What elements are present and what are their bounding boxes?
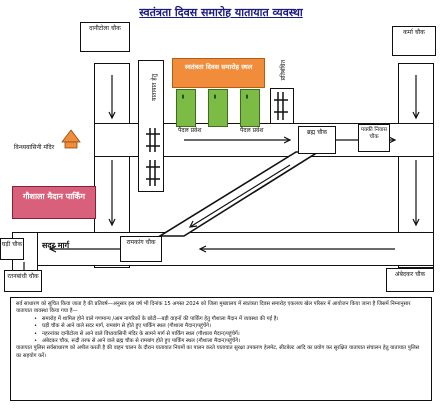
venue-section-2-mark: ▮ (212, 94, 218, 100)
venue-section-3: ▮ (240, 89, 260, 127)
junction-karma-label: कर्मा चौक (403, 29, 425, 36)
road-venue-vertical-2 (270, 88, 294, 124)
road-label-pedestrian-1: पैदल प्रवेश (178, 127, 202, 134)
road-label-pedestrian-2: पैदल प्रवेश (240, 127, 264, 134)
junction-ratnakhi: रतनबांधी चौक (4, 270, 42, 292)
venue-section-3-mark: ▮ (244, 94, 250, 100)
notes-intro: सर्व साधारण को सूचित किया जाता है की प्र… (16, 301, 411, 315)
venue-section-1: ▮ (176, 89, 196, 127)
road-venue-vertical (138, 60, 164, 192)
junction-ghadi: घड़ी चौक (0, 238, 24, 260)
junction-ambedkar-label: अंबेदकर चौक (394, 271, 426, 278)
junction-pakki-niwas: पक्की निवास चौक (358, 124, 390, 152)
notes-footer: यातायात पुलिस सर्वसाधारण को अपील करती है… (16, 345, 420, 359)
junction-karma: कर्मा चौक (392, 26, 436, 56)
junction-brahman: ब्रह्म चौक (298, 126, 336, 154)
venue-section-1-mark: ▮ (180, 94, 186, 100)
junction-ramkatha-label: रामकांग चौक (126, 239, 156, 246)
parking-goshala-label: गौशाला मैदान पार्किंग (22, 192, 86, 201)
junction-danitola: दानीटोला चौक (80, 22, 130, 52)
junction-brahman-label: ब्रह्म चौक (306, 129, 328, 136)
parking-goshala: गौशाला मैदान पार्किंग (12, 186, 96, 219)
page-title: स्वतंत्रता दिवस समारोह यातायात व्यवस्था (139, 6, 303, 19)
temple-label: विन्ध्यवासिनी मंदिर (13, 144, 55, 151)
notes-item: अंबेदकर चौक, रूद्री तरफ से आने वाले ब्रह… (34, 338, 426, 346)
venue-label: स्वतंत्रता दिवस समारोह स्थल (184, 63, 253, 71)
venue-block: स्वतंत्रता दिवस समारोह स्थल (172, 58, 265, 88)
notes-panel: सर्व साधारण को सूचित किया जाता है की प्र… (10, 297, 432, 401)
notes-list: समारोह में शामिल होने वाले गणमान्य /आम न… (16, 316, 426, 346)
junction-danitola-label: दानीटोला चौक (89, 25, 121, 32)
junction-ambedkar: अंबेदकर चौक (386, 268, 434, 292)
junction-pakki-niwas-label: पक्की निवास चौक (360, 127, 388, 140)
venue-section-2: ▮ (208, 89, 228, 127)
junction-ramkatha: रामकांग चौक (120, 236, 162, 262)
junction-ghadi-label: घड़ी चौक (1, 241, 23, 248)
junction-ratnakhi-label: रतनबांधी चौक (7, 273, 39, 280)
road-label-sadar-marg: सदर मार्ग (42, 241, 70, 250)
notes-item: समारोह में शामिल होने वाले गणमान्य /आम न… (34, 316, 426, 324)
notes-item: नहरनांका दानीटोला से आने वाले विंध्यवासि… (34, 331, 426, 339)
road-label-vertical-2: प्रतिबंधित (280, 60, 287, 81)
temple-icon (61, 129, 81, 149)
road-label-vertical-1: यातायात हेतु (151, 74, 158, 101)
notes-item: घड़ी चौक से आने वाले सदर मार्ग, रामबांग … (34, 323, 426, 331)
